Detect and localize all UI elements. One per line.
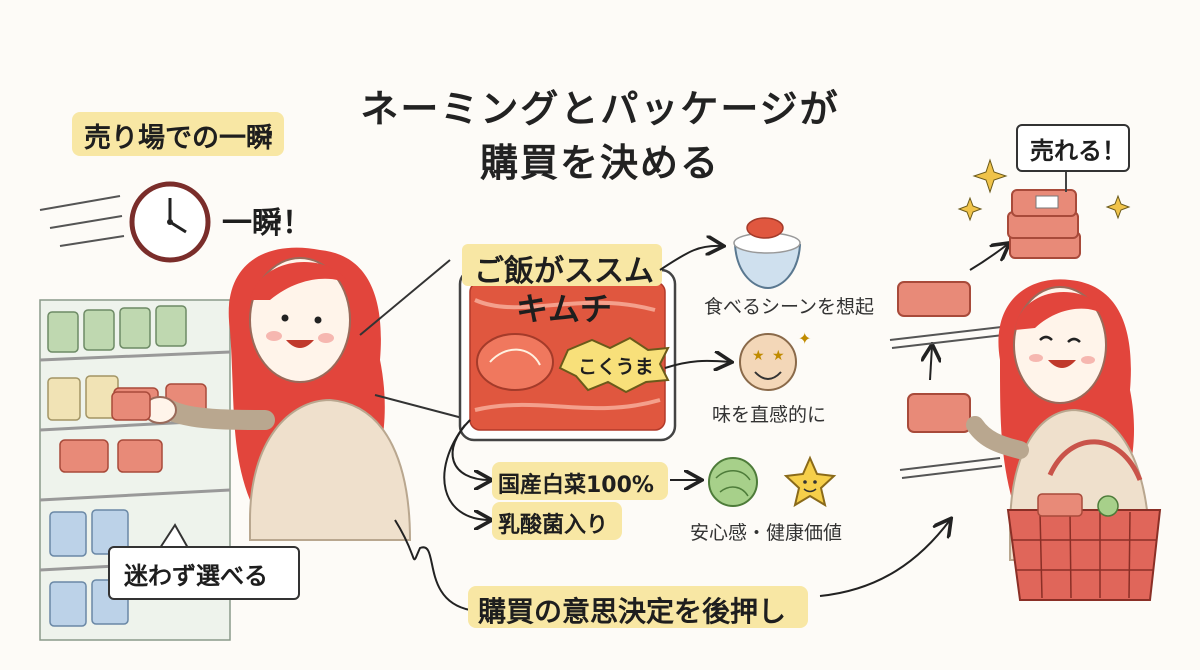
badge-burst bbox=[558, 336, 670, 394]
product-name-line2: キムチ bbox=[516, 290, 613, 328]
sold-sign bbox=[1016, 124, 1130, 172]
feature-effect-label: 安心感・健康価値 bbox=[690, 522, 843, 544]
speed-lines bbox=[39, 195, 125, 247]
happy-face-icon: ★ ★ ✦ bbox=[739, 329, 811, 391]
shopping-basket-icon bbox=[1006, 439, 1162, 601]
features-highlight-2 bbox=[492, 502, 622, 540]
feature-label-cabbage: 国産白菜100% bbox=[498, 473, 654, 498]
title-line-1: ネーミングとパッケージが bbox=[360, 87, 840, 131]
sold-packages-stack bbox=[897, 189, 1081, 433]
effect-label-taste: 味を直感的に bbox=[712, 404, 827, 426]
features-highlight bbox=[492, 462, 668, 500]
product-name-line1: ご飯がススム bbox=[474, 254, 654, 289]
moment-label: 一瞬！ bbox=[222, 206, 312, 241]
speech-bubble bbox=[108, 546, 300, 600]
feature-label-lactic: 乳酸菌入り bbox=[498, 513, 609, 538]
clock-icon bbox=[129, 181, 211, 263]
sold-sign-text: 売れる！ bbox=[1030, 137, 1126, 165]
cabbage-icon bbox=[708, 457, 758, 507]
title-line-2: 購買を決める bbox=[479, 141, 720, 185]
caption-highlight bbox=[72, 112, 284, 156]
bottom-highlight bbox=[468, 586, 808, 628]
shopper-woman-left bbox=[111, 247, 412, 541]
svg-text:★: ★ bbox=[752, 348, 765, 364]
rice-bowl-icon bbox=[733, 217, 802, 290]
svg-text:✦: ✦ bbox=[798, 329, 811, 348]
svg-text:★: ★ bbox=[772, 348, 785, 364]
star-icon bbox=[783, 455, 837, 508]
decision-label: 購買の意思決定を後押し bbox=[478, 595, 787, 628]
sparkle-icons bbox=[957, 158, 1131, 222]
effect-label-scene: 食べるシーンを想起 bbox=[704, 296, 875, 318]
scene-caption: 売り場での一瞬 bbox=[84, 123, 273, 154]
speech-text: 迷わず選べる bbox=[124, 562, 268, 590]
badge-label: こくうま bbox=[578, 356, 654, 378]
